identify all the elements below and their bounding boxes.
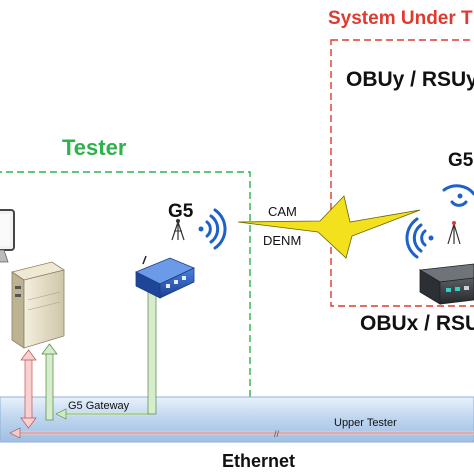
wireless-signal-icon — [198, 208, 227, 250]
g5-label-right: G5 — [448, 150, 474, 171]
ethernet-label: Ethernet — [222, 451, 296, 471]
lightning-bolt-icon — [237, 195, 421, 259]
upper-tester-label: Upper Tester — [334, 417, 397, 429]
tester-box — [0, 171, 251, 425]
server-icon — [11, 261, 65, 349]
gateway-device-icon — [135, 255, 195, 299]
monitor-icon — [0, 209, 15, 263]
g5-gateway-arrow — [55, 408, 150, 420]
tester-title: Tester — [62, 135, 127, 160]
obux-rsux-label: OBUx / RSUx — [360, 312, 474, 335]
antenna-icon-right — [447, 221, 461, 245]
upper-tester-arrow: // — [9, 427, 474, 439]
server-vertical-arrows — [20, 343, 58, 429]
wireless-signal-icon-right — [405, 217, 434, 259]
gateway-vertical-arrow — [147, 287, 157, 415]
denm-label: DENM — [263, 233, 302, 248]
obu-device-icon — [418, 263, 474, 305]
g5-label-left: G5 — [168, 201, 194, 222]
obuy-rsuy-label: OBUy / RSUy — [346, 68, 474, 91]
antenna-icon — [171, 219, 185, 241]
g5-gateway-label: G5 Gateway — [68, 400, 130, 412]
wireless-signal-icon-right-top — [442, 184, 474, 207]
system-under-test-title: System Under T — [328, 8, 473, 29]
svg-text://: // — [274, 429, 280, 439]
system-under-test-box — [330, 39, 474, 307]
cam-label: CAM — [268, 204, 297, 219]
